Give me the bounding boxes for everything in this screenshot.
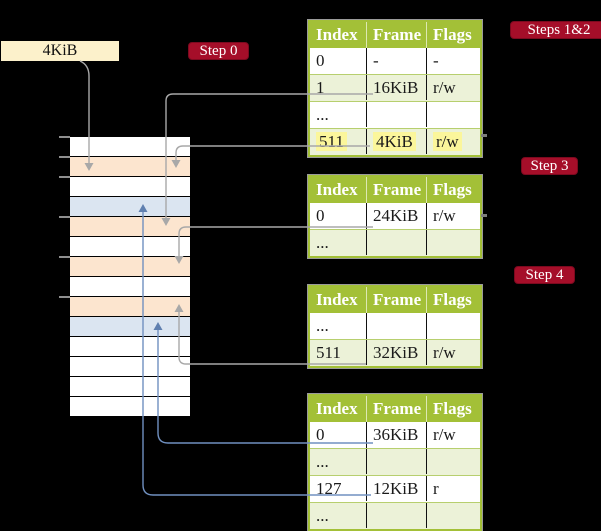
- column-header-index: Index: [310, 287, 367, 313]
- memory-cell: [70, 357, 190, 376]
- cell-index: ...: [310, 503, 367, 528]
- cell-index: 0: [310, 422, 367, 448]
- cell-index: 511: [310, 340, 367, 365]
- memory-cell: [70, 377, 190, 396]
- table-header-row: Index Frame Flags: [310, 396, 480, 422]
- frame-pointer-box: 4KiB: [1, 41, 119, 61]
- cell-flags: r/w: [433, 343, 456, 362]
- memory-tick: [59, 176, 70, 178]
- cell-frame: [367, 449, 427, 474]
- cell-frame: 24KiB: [367, 203, 427, 229]
- table-row: 1 16KiB r/w: [310, 74, 480, 101]
- memory-cell: [70, 297, 190, 316]
- cell-frame: 36KiB: [367, 422, 427, 448]
- table-row: ...: [310, 448, 480, 475]
- cell-flags: [427, 230, 480, 255]
- table-header-row: Index Frame Flags: [310, 22, 480, 48]
- table-row: ...: [310, 101, 480, 128]
- memory-cell: [70, 177, 190, 196]
- page-table-step-4: Index Frame Flags ... 511 32KiB r/w: [307, 284, 483, 369]
- column-header-flags: Flags: [427, 287, 480, 313]
- cell-frame: [367, 503, 427, 528]
- cell-flags: r/w: [433, 425, 456, 444]
- highlight-text: r/w: [433, 132, 462, 151]
- table-row: 0 36KiB r/w: [310, 422, 480, 448]
- cell-index: ...: [310, 449, 367, 474]
- cell-index: 511: [310, 129, 367, 154]
- table-row: 511 32KiB r/w: [310, 339, 480, 366]
- cell-frame: [367, 230, 427, 255]
- badge-step-3: Step 3: [521, 157, 578, 175]
- cell-frame: -: [367, 48, 427, 74]
- table-row: ...: [310, 229, 480, 256]
- cell-flags: [427, 313, 480, 339]
- memory-tick: [59, 296, 70, 298]
- cell-flags: [427, 102, 480, 127]
- column-header-frame: Frame: [367, 396, 427, 422]
- cell-flags: -: [433, 51, 439, 70]
- memory-cell: [70, 217, 190, 236]
- memory-cell: [70, 397, 190, 416]
- table-row: 0 - -: [310, 48, 480, 74]
- memory-cell: [70, 137, 190, 156]
- column-header-frame: Frame: [367, 287, 427, 313]
- cell-flags: r: [433, 479, 439, 498]
- cell-index: ...: [310, 102, 367, 127]
- page-table-steps-1-2: Index Frame Flags 0 - - 1 16KiB r/w ... …: [307, 19, 483, 158]
- cell-index: 127: [310, 476, 367, 501]
- column-header-index: Index: [310, 22, 367, 48]
- cell-frame: [367, 102, 427, 127]
- cell-frame: 32KiB: [367, 340, 427, 365]
- cell-index: 0: [310, 48, 367, 74]
- cell-frame: 16KiB: [367, 75, 427, 100]
- cell-index: 1: [310, 75, 367, 100]
- table-row: ...: [310, 313, 480, 339]
- badge-step-4: Step 4: [514, 266, 575, 284]
- cell-flags: r/w: [433, 78, 456, 97]
- cell-index: 0: [310, 203, 367, 229]
- memory-tick: [59, 136, 70, 138]
- cell-flags: r/w: [433, 206, 456, 225]
- memory-cell: [70, 317, 190, 336]
- cell-flags: [427, 449, 480, 474]
- column-header-flags: Flags: [427, 22, 480, 48]
- highlight-text: 4KiB: [373, 132, 416, 151]
- table-header-row: Index Frame Flags: [310, 287, 480, 313]
- table-header-row: Index Frame Flags: [310, 177, 480, 203]
- memory-cell: [70, 257, 190, 276]
- cell-frame: [367, 313, 427, 339]
- cell-frame: 12KiB: [367, 476, 427, 501]
- badge-step-0: Step 0: [188, 42, 249, 60]
- highlight-text: 511: [316, 132, 347, 151]
- cell-index: ...: [310, 313, 367, 339]
- memory-cell: [70, 277, 190, 296]
- memory-cell: [70, 197, 190, 216]
- page-table-final: Index Frame Flags 0 36KiB r/w ... 127 12…: [307, 393, 483, 531]
- memory-tick: [59, 156, 70, 158]
- badge-steps-1-2: Steps 1&2: [510, 21, 601, 39]
- column-header-flags: Flags: [427, 177, 480, 203]
- column-header-index: Index: [310, 396, 367, 422]
- column-header-frame: Frame: [367, 22, 427, 48]
- page-table-step-3: Index Frame Flags 0 24KiB r/w ...: [307, 174, 483, 259]
- cell-frame: 4KiB: [367, 129, 427, 154]
- table-row: 0 24KiB r/w: [310, 203, 480, 229]
- table-row: 127 12KiB r: [310, 475, 480, 502]
- memory-cell: [70, 157, 190, 176]
- table-row: ...: [310, 502, 480, 529]
- column-header-flags: Flags: [427, 396, 480, 422]
- cell-index: ...: [310, 230, 367, 255]
- table-row-highlighted: 511 4KiB r/w: [310, 128, 480, 155]
- physical-memory-column: [70, 137, 190, 417]
- memory-cell: [70, 337, 190, 356]
- memory-cell: [70, 237, 190, 256]
- column-header-index: Index: [310, 177, 367, 203]
- cell-flags: [427, 503, 480, 528]
- memory-tick: [59, 256, 70, 258]
- cell-flags: r/w: [427, 129, 480, 154]
- column-header-frame: Frame: [367, 177, 427, 203]
- memory-tick: [59, 216, 70, 218]
